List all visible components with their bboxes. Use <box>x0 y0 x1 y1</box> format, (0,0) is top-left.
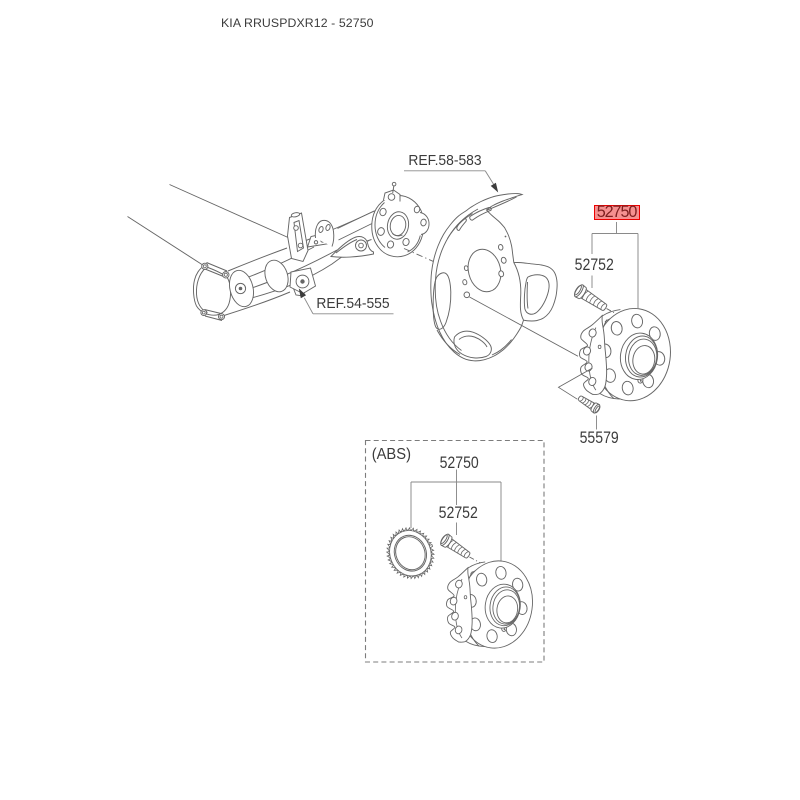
callout-ref-54-555[interactable]: REF.54-555 <box>315 296 390 312</box>
label-52750-bracket <box>591 222 639 309</box>
stud-path-line <box>469 296 579 357</box>
abs-tone-ring-drawing <box>385 526 435 580</box>
stud-pointer-lines <box>557 367 593 400</box>
callout-52752[interactable]: 52752 <box>574 255 614 274</box>
rear-axle-drawing <box>127 181 430 321</box>
assembly-axis-line <box>403 248 438 264</box>
brake-backing-plate-drawing <box>430 193 558 362</box>
abs-hub-bearing-drawing <box>446 555 539 654</box>
ref-54-555-leader <box>298 288 394 315</box>
abs-bolt-52752-drawing <box>440 533 481 564</box>
abs-inset <box>364 439 545 663</box>
hub-bearing-drawing <box>579 303 677 407</box>
ref-58-583-leader <box>404 170 499 193</box>
page-title: KIA RRUSPDXR12 - 52750 <box>221 16 374 30</box>
abs-callout-52750[interactable]: 52750 <box>439 453 479 472</box>
callout-52750-highlighted[interactable]: 52750 <box>593 203 640 220</box>
bolt-52752-drawing <box>574 284 621 317</box>
callout-ref-58-583[interactable]: REF.58-583 <box>408 153 482 169</box>
abs-inset-caption: (ABS) <box>371 446 411 463</box>
abs-callout-52752[interactable]: 52752 <box>438 504 478 522</box>
callout-55579[interactable]: 55579 <box>579 429 619 447</box>
bolt-55579-drawing <box>577 395 601 414</box>
